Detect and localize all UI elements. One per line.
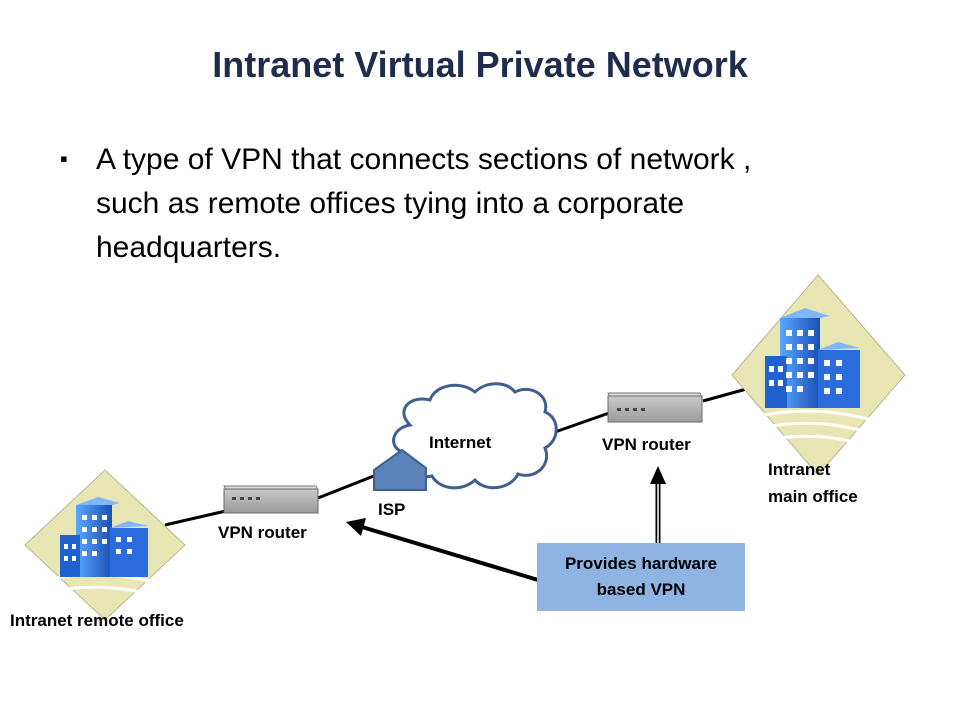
- main-office-label-line1: Intranet: [768, 460, 831, 479]
- link-cloud-to-router: [554, 410, 613, 434]
- slide-title: Intranet Virtual Private Network: [212, 44, 748, 85]
- callout-arrow-to-left-router: [346, 518, 539, 582]
- vpn-router-left-label: VPN router: [218, 523, 307, 542]
- vpn-router-right-label: VPN router: [602, 435, 691, 454]
- isp-icon: [373, 448, 427, 491]
- remote-office-label: Intranet remote office: [10, 611, 184, 630]
- callout-line1: Provides hardware: [564, 554, 718, 573]
- bullet-text: A type of VPN that connects sections of …: [96, 143, 752, 264]
- hardware-vpn-callout: Provides hardware based VPN: [537, 543, 745, 611]
- internet-label: Internet: [429, 433, 492, 452]
- main-office-label-line2: main office: [768, 487, 858, 506]
- callout-line2: based VPN: [596, 580, 686, 599]
- remote-office-building-icon: [24, 469, 186, 621]
- vpn-router-right-icon: [607, 392, 703, 423]
- isp-label: ISP: [378, 500, 406, 519]
- callout-arrow-to-right-router: [650, 466, 666, 543]
- link-router-to-main: [702, 386, 751, 403]
- bullet-square-icon: ▪: [60, 146, 68, 171]
- main-office-building-icon: [731, 274, 906, 476]
- vpn-router-left-icon: [223, 485, 319, 514]
- link-remote-to-router: [164, 508, 231, 527]
